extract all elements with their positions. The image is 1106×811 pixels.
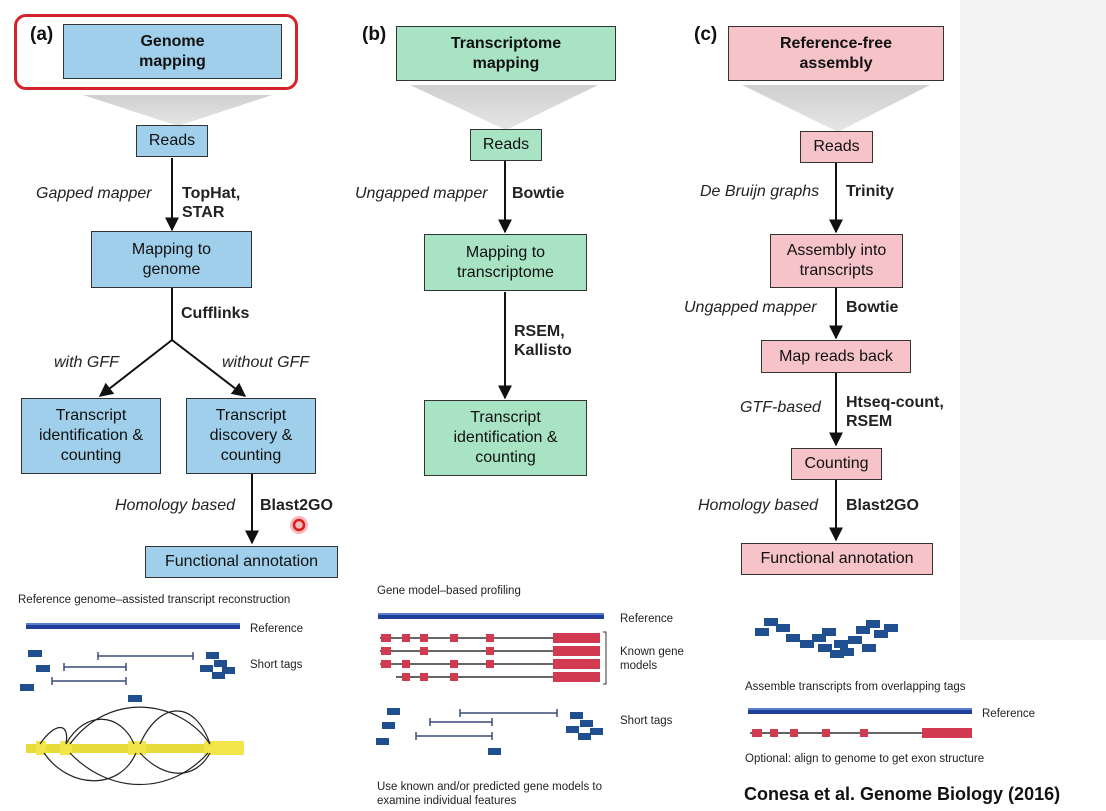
trinity-label: Trinity	[846, 183, 895, 200]
ungapped-mapper-label-c: Ungapped mapper	[684, 299, 817, 316]
reference-free-assembly-header: Reference-free assembly	[728, 26, 944, 81]
ungapped-mapper-label-b: Ungapped mapper	[355, 185, 488, 202]
map-reads-back-box: Map reads back	[761, 340, 911, 373]
schematic-c-caption: Assemble transcripts from overlapping ta…	[745, 681, 966, 693]
functional-annotation-box-c: Functional annotation	[741, 543, 933, 575]
schematic-b	[376, 613, 607, 755]
tophat-star-label: TopHat, STAR	[182, 185, 241, 221]
homology-based-label-c: Homology based	[698, 497, 819, 514]
reads-box-b: Reads	[470, 129, 542, 161]
with-gff-label: with GFF	[54, 354, 119, 371]
genome-mapping-header: Genome mapping	[63, 24, 282, 79]
counting-box: Counting	[791, 448, 882, 480]
bowtie-label-b: Bowtie	[512, 185, 565, 202]
gene-models	[380, 631, 607, 685]
schematic-a	[20, 623, 244, 786]
down-arrow-icon	[171, 339, 247, 397]
reads-box-a: Reads	[136, 125, 208, 157]
panel-label-b: (b)	[362, 24, 387, 45]
gtf-based-label: GTF-based	[740, 399, 821, 416]
highlight-frame	[14, 14, 298, 90]
mapping-to-transcriptome-box: Mapping to transcriptome	[424, 234, 587, 291]
schematic-c-reference	[748, 708, 972, 738]
transcript-identification-box-a: Transcript identification & counting	[21, 398, 161, 474]
funnel-c	[742, 85, 930, 132]
citation: Conesa et al. Genome Biology (2016)	[744, 784, 1061, 804]
schematic-a-reference-label: Reference	[250, 623, 304, 635]
transcript-discovery-box: Transcript discovery & counting	[186, 398, 316, 474]
reads-box-c: Reads	[800, 131, 873, 163]
schematic-a-caption: Reference genome–assisted transcript rec…	[18, 594, 291, 606]
gapped-mapper-label: Gapped mapper	[36, 185, 152, 202]
assembly-into-transcripts-box: Assembly into transcripts	[770, 234, 903, 288]
funnel-a	[83, 95, 272, 126]
schematic-b-short-tags-label: Short tags	[620, 715, 673, 727]
mapping-to-genome-box: Mapping to genome	[91, 231, 252, 288]
panel-label-a: (a)	[30, 24, 54, 45]
de-bruijn-label: De Bruijn graphs	[700, 183, 820, 200]
schematic-b-caption: Gene model–based profiling	[377, 585, 521, 597]
without-gff-label: without GFF	[222, 354, 310, 371]
htseq-rsem-label: Htseq-count, RSEM	[846, 394, 944, 430]
panel-label-c: (c)	[694, 24, 718, 45]
schematic-b-bottom-caption: Use known and/or predicted gene models t…	[377, 781, 603, 807]
schematic-a-short-tags-label: Short tags	[250, 659, 303, 671]
schematic-c-optional-caption: Optional: align to genome to get exon st…	[745, 753, 985, 765]
background-decoration	[960, 0, 1106, 640]
transcriptome-mapping-header: Transcriptome mapping	[396, 26, 616, 81]
down-arrow-icon	[98, 339, 173, 397]
pointer-cursor-icon	[290, 516, 308, 534]
homology-based-label-a: Homology based	[115, 497, 236, 514]
schematic-b-known-models-label: Known gene models	[620, 646, 684, 672]
transcript-identification-box-b: Transcript identification & counting	[424, 400, 587, 476]
blast2go-label-c: Blast2GO	[846, 497, 919, 514]
rsem-kallisto-label: RSEM, Kallisto	[514, 323, 572, 359]
schematic-c-reference-label: Reference	[982, 708, 1036, 720]
schematic-b-reference-label: Reference	[620, 613, 674, 625]
bowtie-label-c: Bowtie	[846, 299, 899, 316]
pointer-cursor-ring	[292, 518, 306, 532]
schematic-c	[755, 618, 898, 658]
cufflinks-label: Cufflinks	[181, 305, 250, 322]
functional-annotation-box-a: Functional annotation	[145, 546, 338, 578]
blast2go-label-a: Blast2GO	[260, 497, 333, 514]
funnel-b	[410, 85, 598, 130]
